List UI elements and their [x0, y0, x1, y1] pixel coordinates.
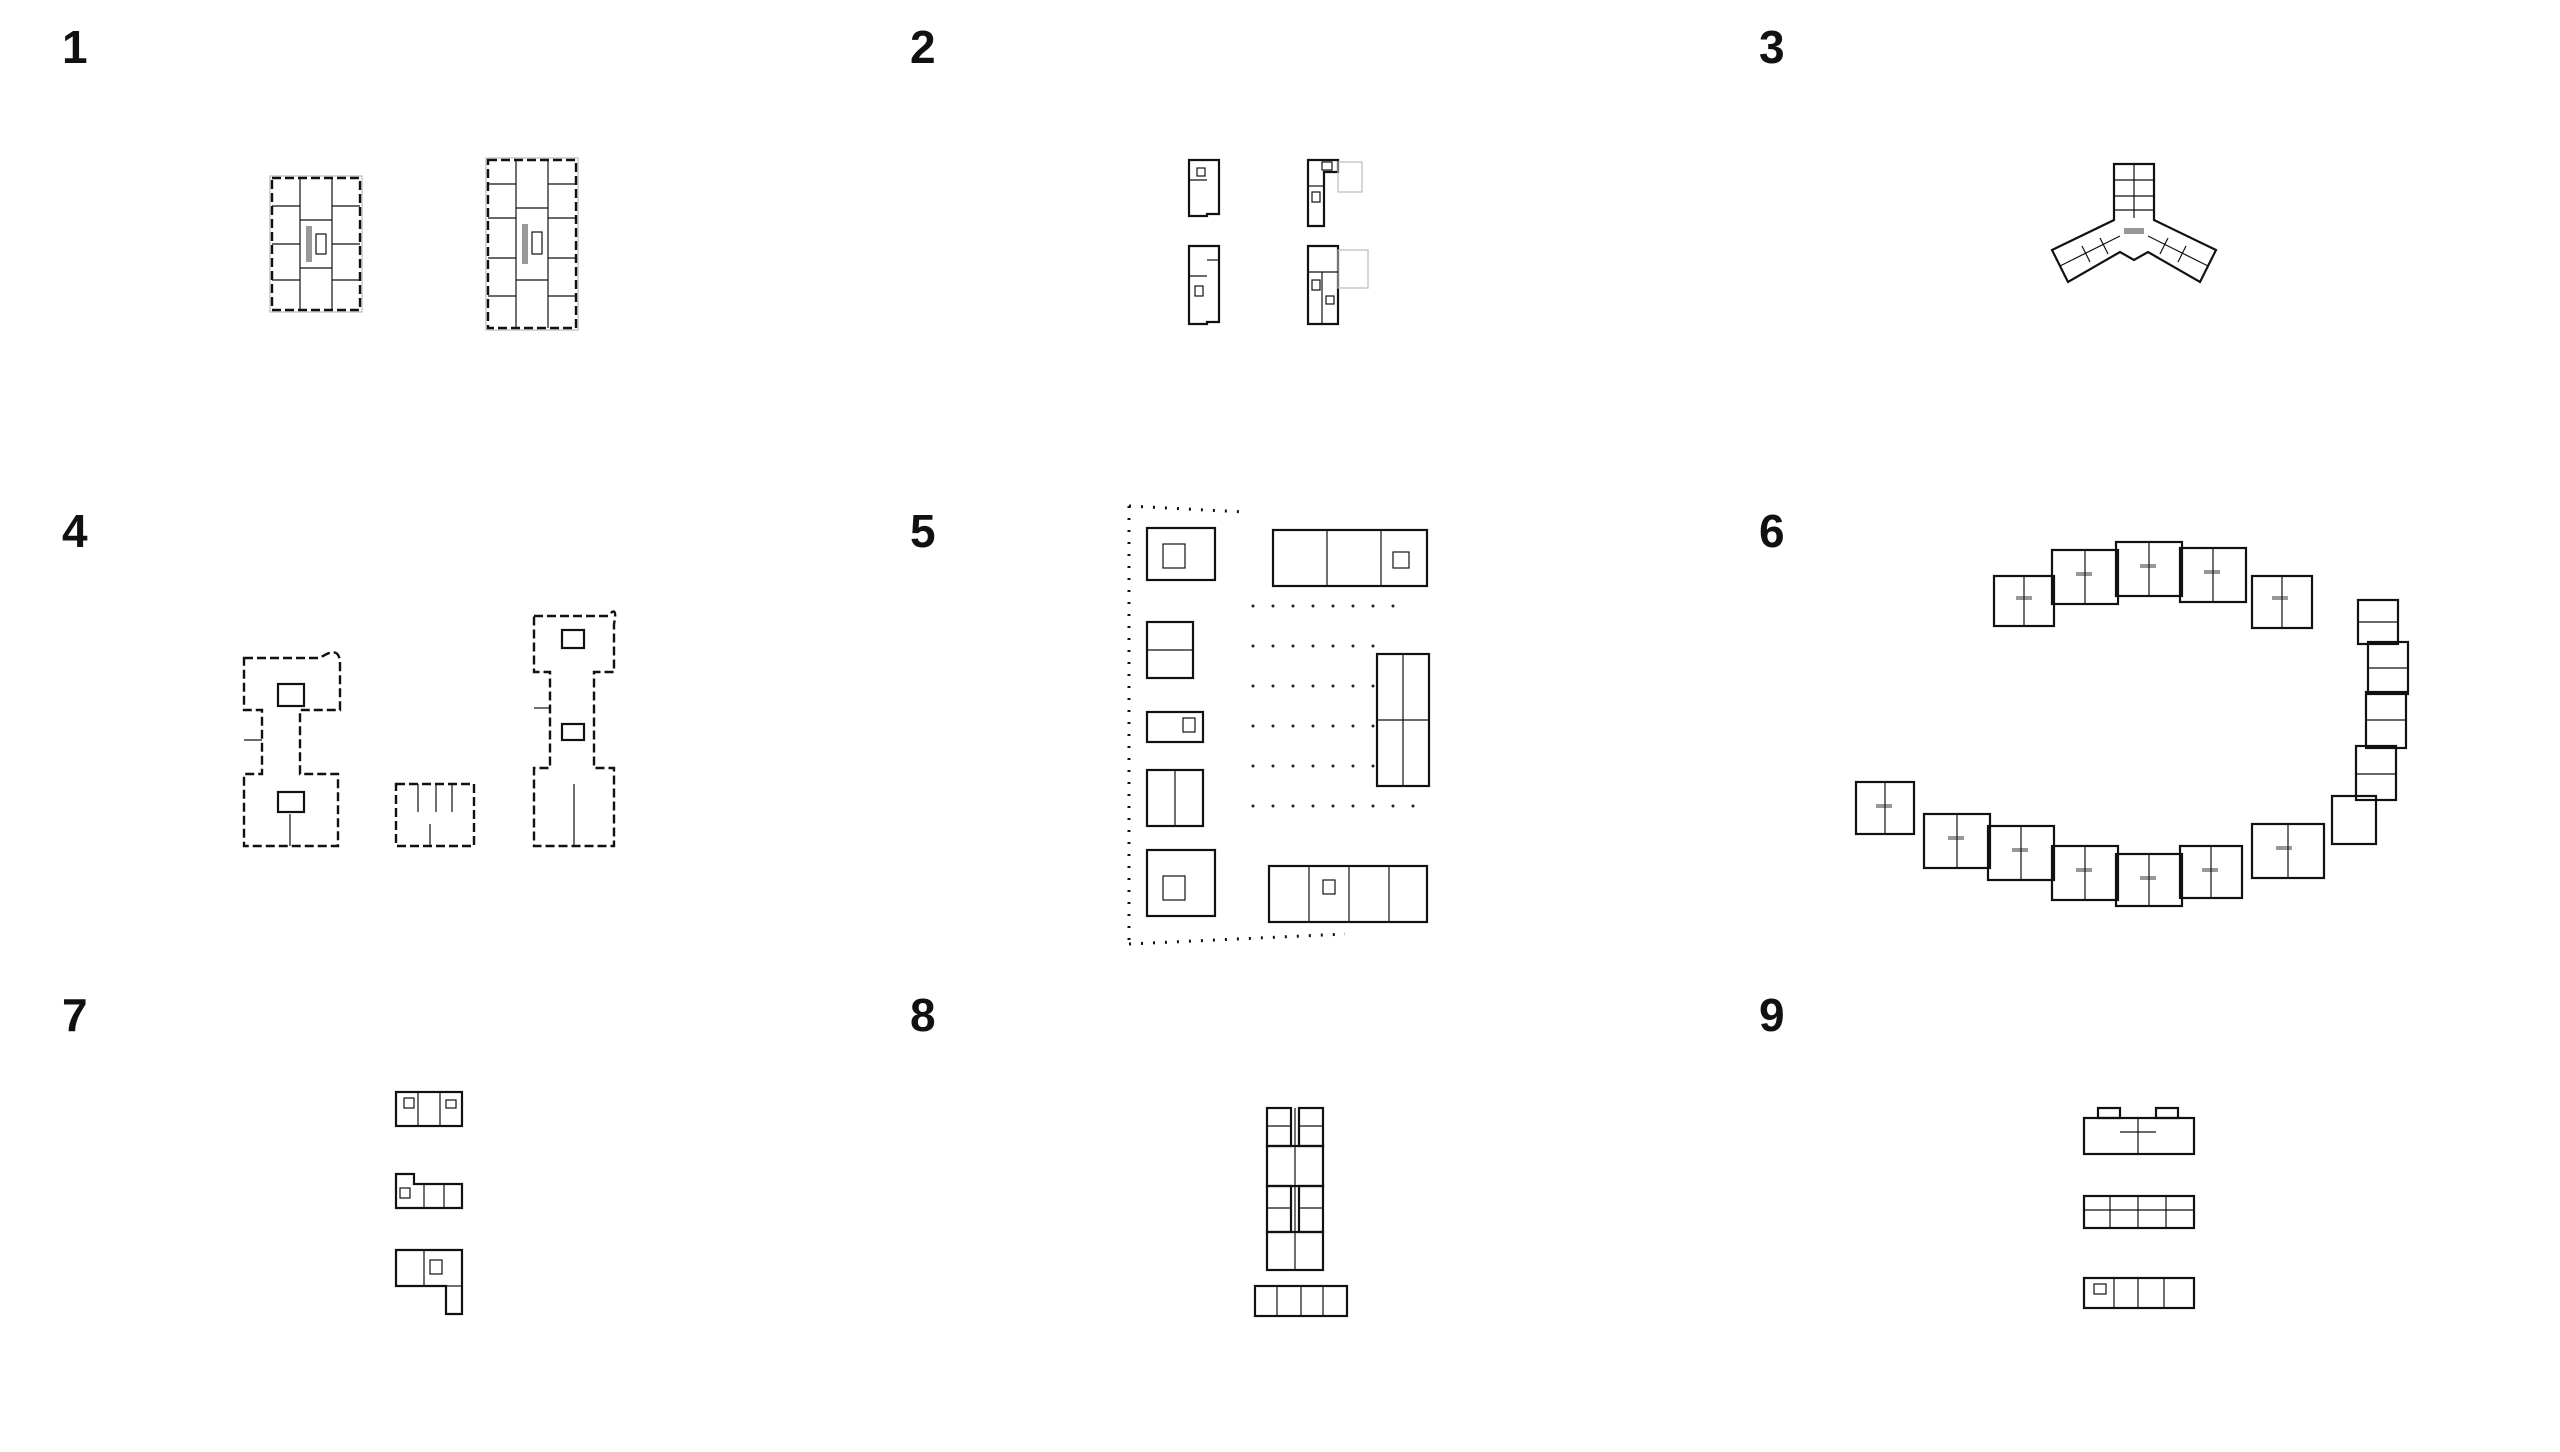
plan-number: 5: [910, 505, 936, 557]
floor-plan-drawing: [1187, 158, 1369, 326]
floor-plan-drawing: [1854, 540, 2410, 908]
plan-number: 9: [1759, 989, 1785, 1041]
plan-number: 8: [910, 989, 936, 1041]
plan-panel-4: 4: [0, 484, 853, 968]
floor-plan-drawing: [2050, 162, 2218, 284]
floor-plan-drawing: [2082, 1106, 2196, 1310]
floor-plan-drawing: [1253, 1106, 1349, 1318]
plan-panel-7: 7: [0, 968, 853, 1452]
plan-panel-6: 6: [1706, 484, 2559, 968]
plan-panel-2: 2: [853, 0, 1706, 484]
plan-number: 1: [62, 21, 88, 73]
plan-number: 4: [62, 505, 88, 557]
plan-number: 7: [62, 989, 88, 1041]
floor-plan-drawing: [242, 610, 617, 848]
plan-panel-1: 1: [0, 0, 853, 484]
plan-panel-9: 9: [1706, 968, 2559, 1452]
plan-panel-5: 5: [853, 484, 1706, 968]
plan-panel-3: 3: [1706, 0, 2559, 484]
plan-number: 6: [1759, 505, 1785, 557]
plan-panel-8: 8: [853, 968, 1706, 1452]
plan-number: 3: [1759, 21, 1785, 73]
floor-plan-drawing: [269, 157, 579, 331]
floor-plan-drawing: [394, 1090, 464, 1316]
plan-number: 2: [910, 21, 936, 73]
floor-plan-drawing: [1127, 504, 1431, 946]
